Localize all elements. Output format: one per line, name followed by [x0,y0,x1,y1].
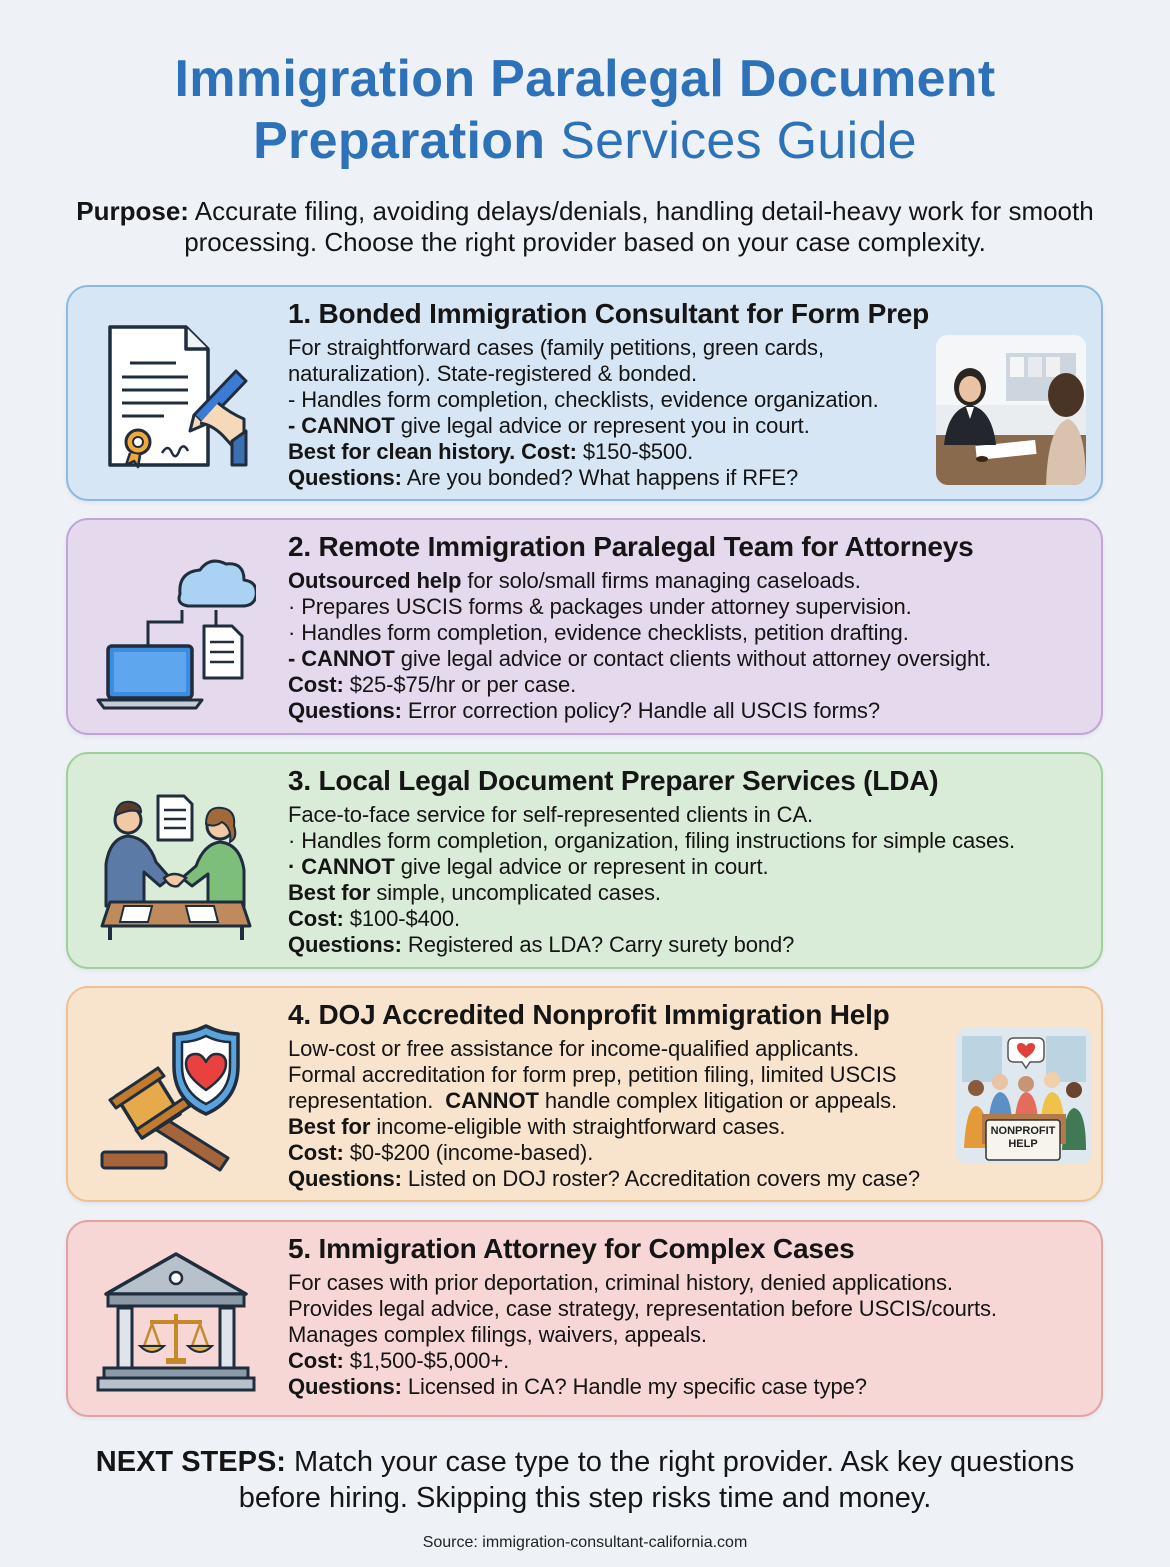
card-local-lda: 3. Local Legal Document Preparer Service… [66,752,1103,969]
card-title: 4. DOJ Accredited Nonprofit Immigration … [288,999,890,1030]
handshake-icon [96,784,256,944]
page-title: Immigration Paralegal Document Preparati… [0,48,1170,172]
card-immigration-attorney: 5. Immigration Attorney for Complex Case… [66,1220,1103,1417]
source-credit: Source: immigration-consultant-californi… [422,1534,748,1551]
card-remote-paralegal: 2. Remote Immigration Paralegal Team for… [66,518,1103,735]
card-title: 5. Immigration Attorney for Complex Case… [288,1233,855,1264]
gavel-shield-icon [96,1016,256,1176]
purpose-statement: Purpose: Accurate filing, avoiding delay… [76,196,1094,257]
laptop-cloud-icon [96,550,258,710]
next-steps: NEXT STEPS: Match your case type to the … [95,1446,1075,1514]
card-body: Face-to-face service for self-represente… [288,802,1016,957]
title-line-2: Preparation Services Guide [253,112,917,170]
card-body: Low-cost or free assistance for income-q… [288,1036,921,1191]
title-line-1: Immigration Paralegal Document [174,50,996,108]
consultation-photo [936,335,1086,485]
card-title: 2. Remote Immigration Paralegal Team for… [288,531,974,562]
card-title: 3. Local Legal Document Preparer Service… [288,765,939,796]
card-doj-nonprofit: 4. DOJ Accredited Nonprofit Immigration … [66,986,1103,1202]
card-body: For cases with prior deportation, crimin… [288,1270,997,1399]
courthouse-icon [96,1242,256,1402]
nonprofit-sign-line-1: NONPROFIT [991,1125,1056,1137]
card-title: 1. Bonded Immigration Consultant for For… [288,298,930,329]
card-body: Outsourced help for solo/small firms man… [288,568,992,723]
card-bonded-consultant: 1. Bonded Immigration Consultant for For… [66,285,1103,501]
nonprofit-sign-line-2: HELP [1008,1138,1037,1150]
document-signing-icon [96,315,256,475]
card-body: For straightforward cases (family petiti… [288,335,879,490]
nonprofit-help-illustration: NONPROFIT HELP [956,1028,1092,1164]
